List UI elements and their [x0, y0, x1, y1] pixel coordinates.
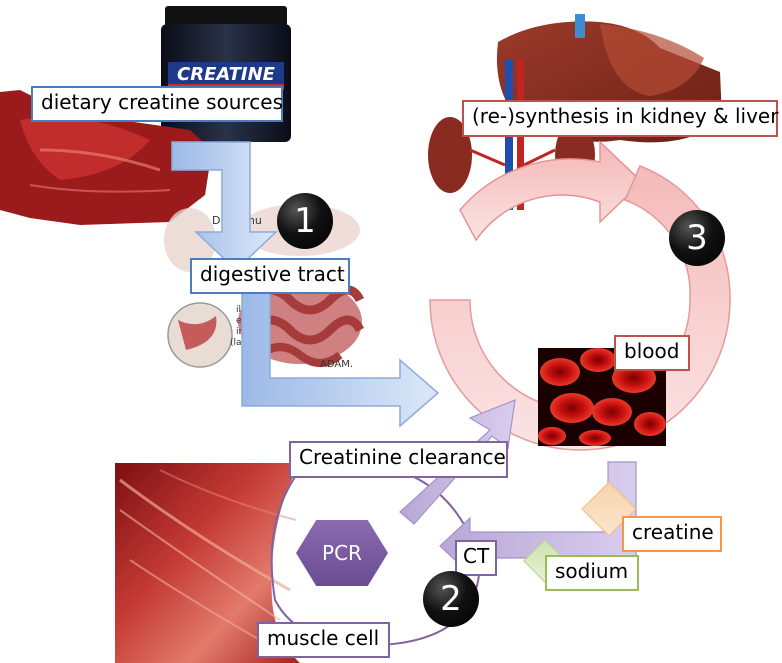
muscle-cell-outline	[270, 463, 482, 647]
meat-image	[0, 90, 212, 225]
muscle-tissue-image	[115, 463, 300, 663]
creatinine-clearance-label: Creatinine clearance	[289, 441, 508, 478]
dietary-to-digestive-arrow	[171, 141, 278, 272]
blood-label: blood	[614, 335, 690, 371]
step-2-badge: 2	[423, 571, 479, 627]
digestive-tract-label: digestive tract	[190, 258, 350, 294]
synthesis-label: (re-)synthesis in kidney & liver	[462, 100, 778, 137]
creatine-jar-text: CREATINE	[177, 64, 276, 85]
sodium-label: sodium	[545, 555, 639, 591]
creatine-transporter-label: CT	[455, 540, 497, 576]
pcr-hexagon: PCR	[296, 520, 388, 586]
muscle-cell-label: muscle cell	[257, 622, 390, 658]
digestive-to-blood-arrow	[241, 289, 440, 428]
dietary-sources-label: dietary creatine sources	[31, 86, 283, 122]
adam-caption: ADAM.	[320, 359, 353, 370]
step-1-badge: 1	[277, 193, 333, 249]
creatine-label: creatine	[622, 516, 722, 552]
step-3-badge: 3	[669, 210, 725, 266]
